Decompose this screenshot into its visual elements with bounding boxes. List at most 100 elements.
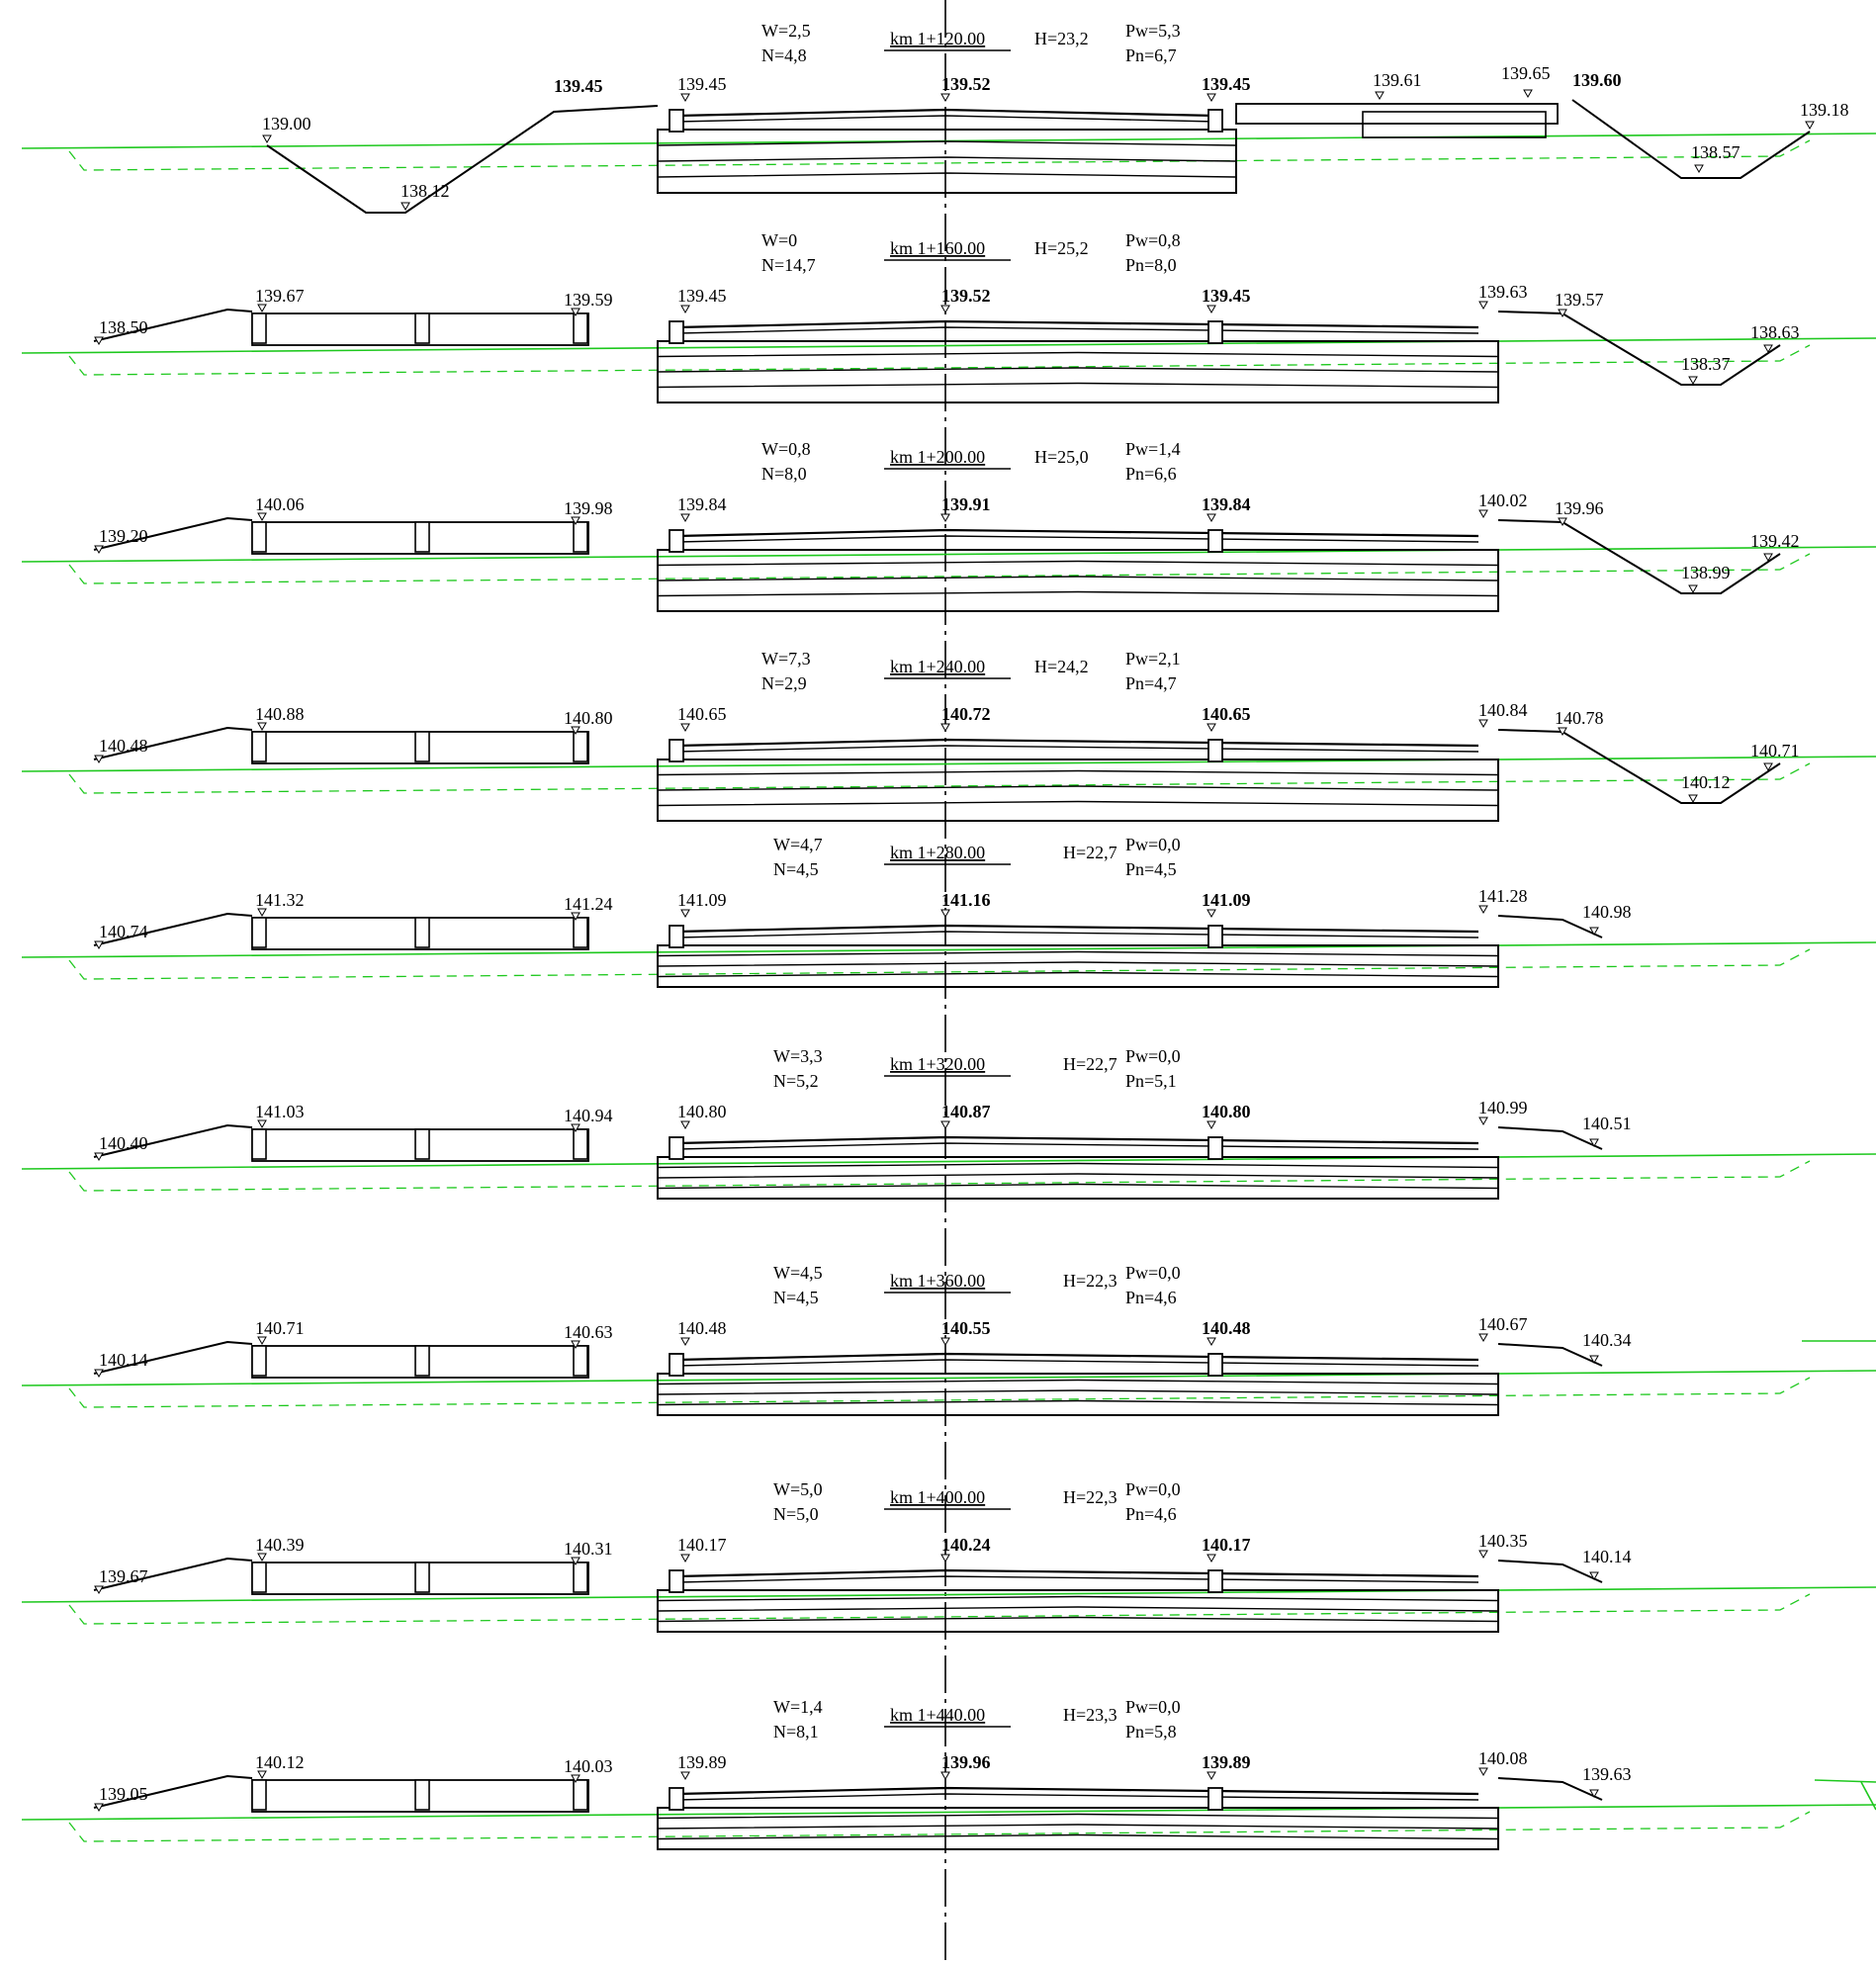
sidewalk-curb <box>573 1562 588 1593</box>
pavement-layer-line <box>657 367 1499 373</box>
n-value: N=8,0 <box>761 464 807 484</box>
elevation-label: 140.67 <box>1478 1314 1528 1334</box>
elevation-marker-icon <box>94 1585 104 1595</box>
elevation-label: 141.09 <box>1202 890 1251 910</box>
design-ground-dashed-line <box>68 139 1811 171</box>
elevation-label: 140.31 <box>564 1539 613 1559</box>
elevation-marker-icon <box>257 908 267 918</box>
elevation-marker-icon <box>1478 301 1488 311</box>
elevation-marker-icon <box>257 1336 267 1346</box>
road-surface-line <box>676 1352 1479 1362</box>
curb-block <box>669 1136 684 1160</box>
w-value: W=4,5 <box>773 1263 823 1283</box>
elevation-marker-icon <box>940 305 950 314</box>
elevation-label: 140.39 <box>255 1535 305 1555</box>
elevation-marker-icon <box>1558 309 1567 318</box>
elevation-marker-icon <box>571 308 581 317</box>
design-ground-dashed-line <box>68 1593 1811 1625</box>
elevation-marker-icon <box>1206 1120 1216 1130</box>
pavement-layers-box <box>657 549 1499 612</box>
elevation-label: 140.74 <box>99 922 148 941</box>
slope-right <box>1497 915 1603 938</box>
curb-block <box>1207 109 1223 133</box>
elevation-label: 140.12 <box>1681 772 1731 792</box>
sidewalk-curb <box>251 917 267 948</box>
curb-block <box>669 529 684 553</box>
h-value: H=22,3 <box>1063 1487 1117 1507</box>
embankment-slope-left <box>93 1340 253 1375</box>
sidewalk-curb <box>251 731 267 762</box>
h-value: H=24,2 <box>1034 657 1089 676</box>
elevation-label: 140.87 <box>941 1102 991 1121</box>
elevation-marker-icon <box>571 516 581 526</box>
embankment-slope-left <box>93 1557 253 1591</box>
elevation-label: 138.99 <box>1681 563 1731 582</box>
elevation-marker-icon <box>1206 723 1216 733</box>
elevation-marker-icon <box>940 93 950 103</box>
ground-line <box>21 756 1876 772</box>
pavement-layer-line <box>657 961 1499 967</box>
curb-block <box>669 739 684 762</box>
pavement-layers-box <box>657 340 1499 403</box>
elevation-label: 140.78 <box>1555 708 1604 728</box>
ditch-right <box>1497 311 1781 386</box>
elevation-marker-icon <box>571 1557 581 1566</box>
elevation-marker-icon <box>94 1803 104 1813</box>
sidewalk-curb <box>573 731 588 762</box>
elevation-marker-icon <box>262 134 272 144</box>
sidewalk-curb <box>251 313 267 344</box>
station-label: km 1+280.00 <box>890 843 985 862</box>
pw-value: Pw=0,0 <box>1125 1697 1181 1717</box>
ground-line <box>21 337 1876 354</box>
elevation-label: 139.89 <box>677 1752 727 1772</box>
elevation-label: 140.63 <box>564 1322 613 1342</box>
elevation-label: 140.55 <box>941 1318 991 1338</box>
station-label: km 1+120.00 <box>890 29 985 48</box>
design-ground-dashed-line <box>68 1811 1811 1842</box>
curb-block <box>669 1353 684 1377</box>
curb-block <box>669 925 684 948</box>
elevation-marker-icon <box>940 1337 950 1347</box>
elevation-label: 139.67 <box>99 1566 148 1586</box>
curb-block <box>1207 1787 1223 1811</box>
elevation-label: 139.20 <box>99 526 148 546</box>
pavement-layer-line <box>657 1173 1499 1179</box>
elevation-marker-icon <box>94 1152 104 1162</box>
elevation-marker-icon <box>1478 1333 1488 1343</box>
elevation-label: 140.03 <box>564 1756 613 1776</box>
w-value: W=0 <box>761 230 797 250</box>
elevation-marker-icon <box>1763 344 1773 354</box>
ditch-right <box>1497 729 1781 804</box>
curb-block <box>1207 739 1223 762</box>
n-value: N=5,0 <box>773 1504 819 1524</box>
curb-block <box>669 1569 684 1593</box>
road-surface-line <box>676 924 1479 934</box>
w-value: W=0,8 <box>761 439 811 459</box>
elevation-label: 141.28 <box>1478 886 1528 906</box>
station-label: km 1+160.00 <box>890 238 985 258</box>
elevation-marker-icon <box>1694 164 1704 174</box>
elevation-label: 140.80 <box>677 1102 727 1121</box>
elevation-marker-icon <box>1523 89 1533 99</box>
elevation-label: 138.57 <box>1691 142 1741 162</box>
sidewalk-curb <box>573 1345 588 1377</box>
elevation-marker-icon <box>1206 1554 1216 1563</box>
sidewalk-curb <box>573 313 588 344</box>
elevation-label: 138.63 <box>1750 322 1800 342</box>
elevation-label: 140.06 <box>255 494 305 514</box>
elevation-label: 139.61 <box>1373 70 1422 90</box>
station-label: km 1+440.00 <box>890 1705 985 1725</box>
pavement-layer-line <box>657 351 1499 358</box>
elevation-marker-icon <box>257 1553 267 1563</box>
elevation-marker-icon <box>1688 584 1698 594</box>
pw-value: Pw=0,0 <box>1125 1046 1181 1066</box>
slope-right <box>1497 1560 1603 1583</box>
slope-right <box>1497 1777 1603 1801</box>
elevation-label: 141.24 <box>564 894 613 914</box>
pavement-layer-line <box>657 1399 1499 1406</box>
pavement-layer-line <box>657 576 1499 581</box>
design-ground-dashed-line <box>68 948 1811 980</box>
elevation-label: 140.80 <box>564 708 613 728</box>
